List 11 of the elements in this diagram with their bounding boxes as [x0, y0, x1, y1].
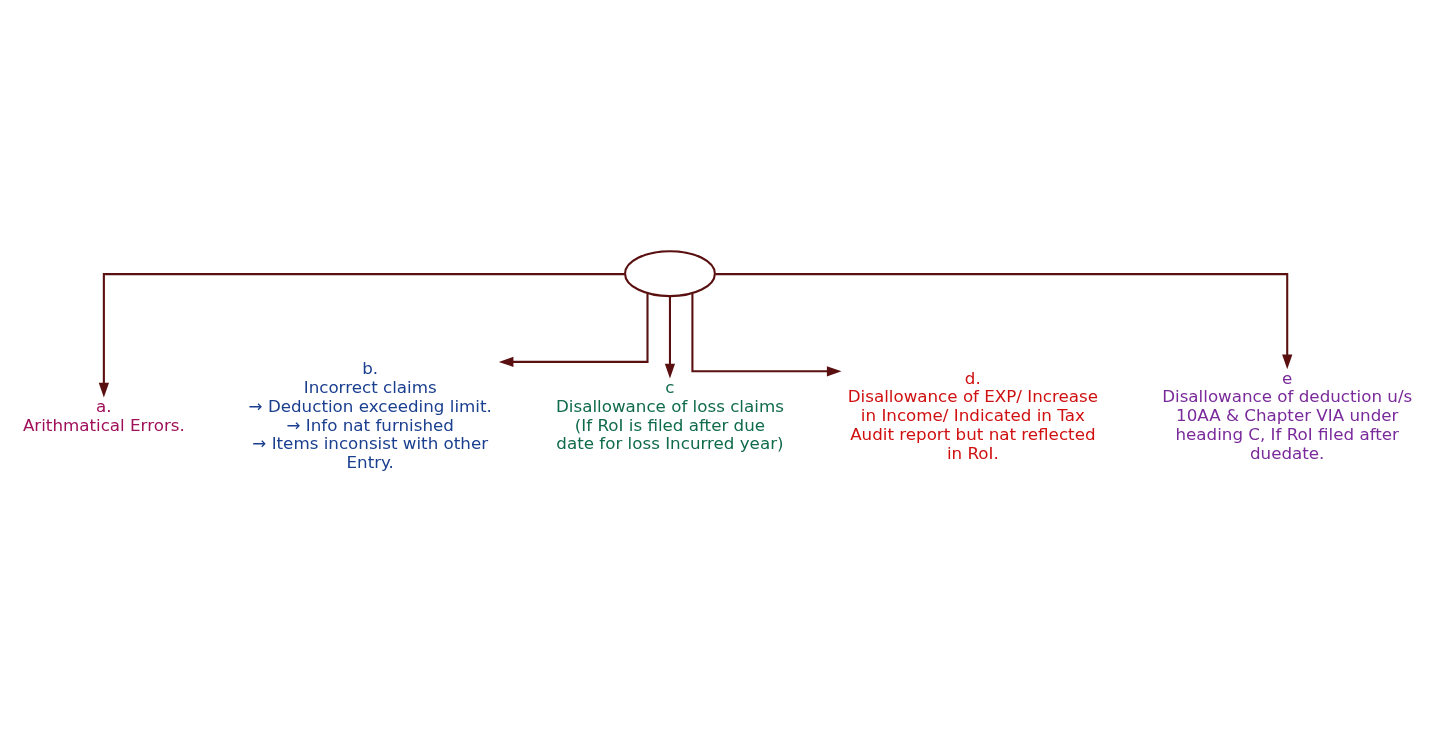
node-text: a. Arithmatical Errors. — [22, 395, 185, 435]
node-text: d. Disallowance of EXP/ Increase in Income/ Indicated in Tax Audit report but nat reflected in RoI. — [847, 367, 1098, 463]
node-text: b. Incorrect claims → Deduction exceeding limit. → Info nat furnished → Items inconsist with other Entry. — [248, 358, 492, 473]
arrow — [98, 273, 625, 398]
node-text: c Disallowance of loss claims (If RoI is filed after due date for loss Incurred year) — [556, 377, 784, 454]
arrow — [498, 293, 649, 367]
arrow — [715, 273, 1293, 370]
arrow — [664, 296, 676, 379]
node-text: e Disallowance of deduction u/s 10AA & Chapter VIA under heading C, If RoI filed after duedate. — [1162, 367, 1413, 463]
node-cloud — [624, 250, 716, 298]
arrow — [691, 293, 842, 377]
